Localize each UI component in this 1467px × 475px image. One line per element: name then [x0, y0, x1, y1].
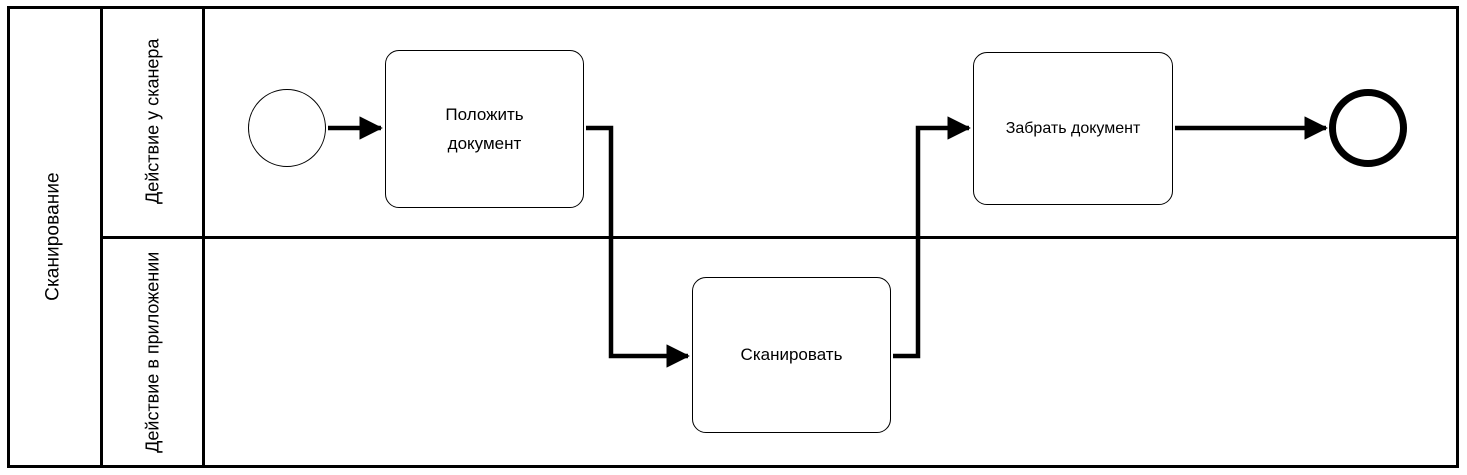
pool-header: Сканирование [7, 6, 103, 468]
start-event-icon[interactable] [248, 89, 326, 167]
task-scan-label: Сканировать [740, 345, 843, 365]
task-take-document[interactable]: Забрать документ [973, 52, 1173, 205]
lane-header-scanner: Действие у сканера [103, 6, 205, 237]
task-put-document-label: Положить документ [445, 104, 524, 153]
lane-divider [103, 236, 1459, 239]
task-put-document[interactable]: Положить документ [385, 50, 584, 208]
lane-header-application: Действие в приложении [103, 237, 205, 468]
lane-label-application: Действие в приложении [142, 251, 163, 454]
task-take-document-label: Забрать документ [1005, 119, 1141, 137]
end-event-icon[interactable] [1329, 89, 1407, 167]
lane-label-scanner: Действие у сканера [142, 38, 163, 205]
pool-title: Сканирование [42, 172, 64, 302]
task-scan[interactable]: Сканировать [692, 277, 891, 433]
